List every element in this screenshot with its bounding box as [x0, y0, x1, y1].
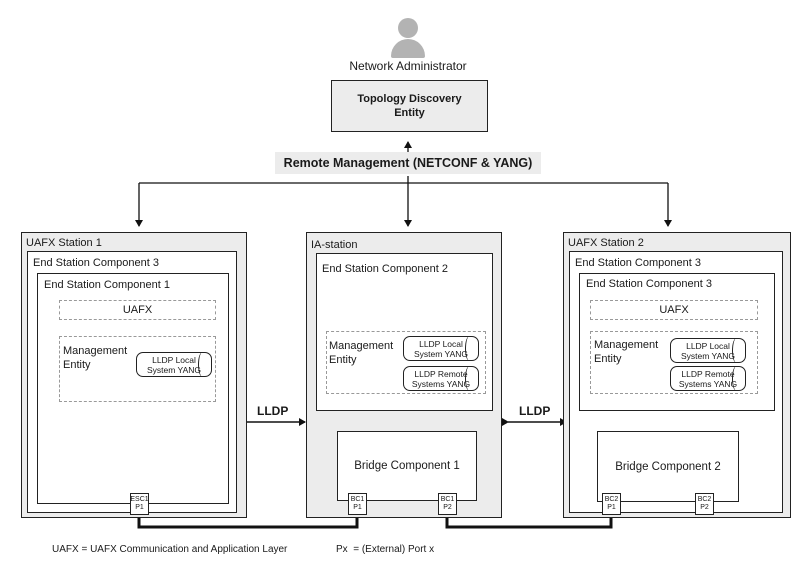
legend-port: Px = (External) Port x — [336, 544, 435, 555]
uafx2-mgmt-line1: Management — [594, 339, 659, 351]
uafx2-bridge-component-2: Bridge Component 2 — [597, 431, 739, 502]
ia-lldp-remote-yang: LLDP Remote Systems YANG — [403, 366, 479, 391]
uafx-station-2-title: UAFX Station 2 — [568, 237, 644, 249]
uafx2-esc3-inner-title: End Station Component 3 — [586, 278, 712, 290]
ia-esc2-title: End Station Component 2 — [322, 263, 448, 275]
uafx2-lldp-remote-yang: LLDP Remote Systems YANG — [670, 366, 746, 391]
lldp-left-label: LLDP — [257, 404, 289, 418]
uafx2-port-bc2-p2: BC2 P2 — [695, 493, 714, 515]
uafx1-uafx-layer: UAFX — [59, 300, 216, 320]
user-icon — [390, 18, 426, 58]
uafx2-lldp-local-yang: LLDP Local System YANG — [670, 338, 746, 363]
tde-line2: Entity — [394, 107, 425, 119]
link-esc1-bc1 — [137, 514, 359, 529]
admin-label: Network Administrator — [349, 59, 467, 73]
ia-mgmt-line2: Entity — [329, 354, 357, 366]
uafx2-mgmt-line2: Entity — [594, 353, 622, 365]
uafx-station-1-title: UAFX Station 1 — [26, 237, 102, 249]
link-bc1-bc2 — [445, 514, 613, 529]
topology-discovery-entity: Topology Discovery Entity — [331, 80, 488, 132]
uafx1-mgmt-line2: Entity — [63, 359, 91, 371]
ia-bridge-component-1: Bridge Component 1 — [337, 431, 477, 501]
uafx1-esc1-title: End Station Component 1 — [44, 279, 170, 291]
uafx1-port-esc1-p1: ESC1 P1 — [130, 493, 149, 515]
ia-port-bc1-p1: BC1 P1 — [348, 493, 367, 515]
uafx1-lldp-local-yang: LLDP Local System YANG — [136, 352, 212, 377]
ia-mgmt-line1: Management — [329, 340, 394, 352]
uafx1-mgmt-line1: Management — [63, 345, 128, 357]
uafx2-uafx-layer: UAFX — [590, 300, 758, 320]
ia-lldp-local-yang: LLDP Local System YANG — [403, 336, 479, 361]
tde-line1: Topology Discovery — [357, 93, 462, 105]
uafx2-esc3-outer-title: End Station Component 3 — [575, 257, 701, 269]
uafx2-port-bc2-p1: BC2 P1 — [602, 493, 621, 515]
legend-uafx: UAFX = UAFX Communication and Applicatio… — [52, 544, 288, 555]
ia-port-bc1-p2: BC1 P2 — [438, 493, 457, 515]
lldp-right-label: LLDP — [519, 404, 551, 418]
remote-management-label: Remote Management (NETCONF & YANG) — [275, 152, 541, 174]
ia-station-title: IA-station — [311, 239, 358, 251]
uafx1-esc3-title: End Station Component 3 — [33, 257, 159, 269]
